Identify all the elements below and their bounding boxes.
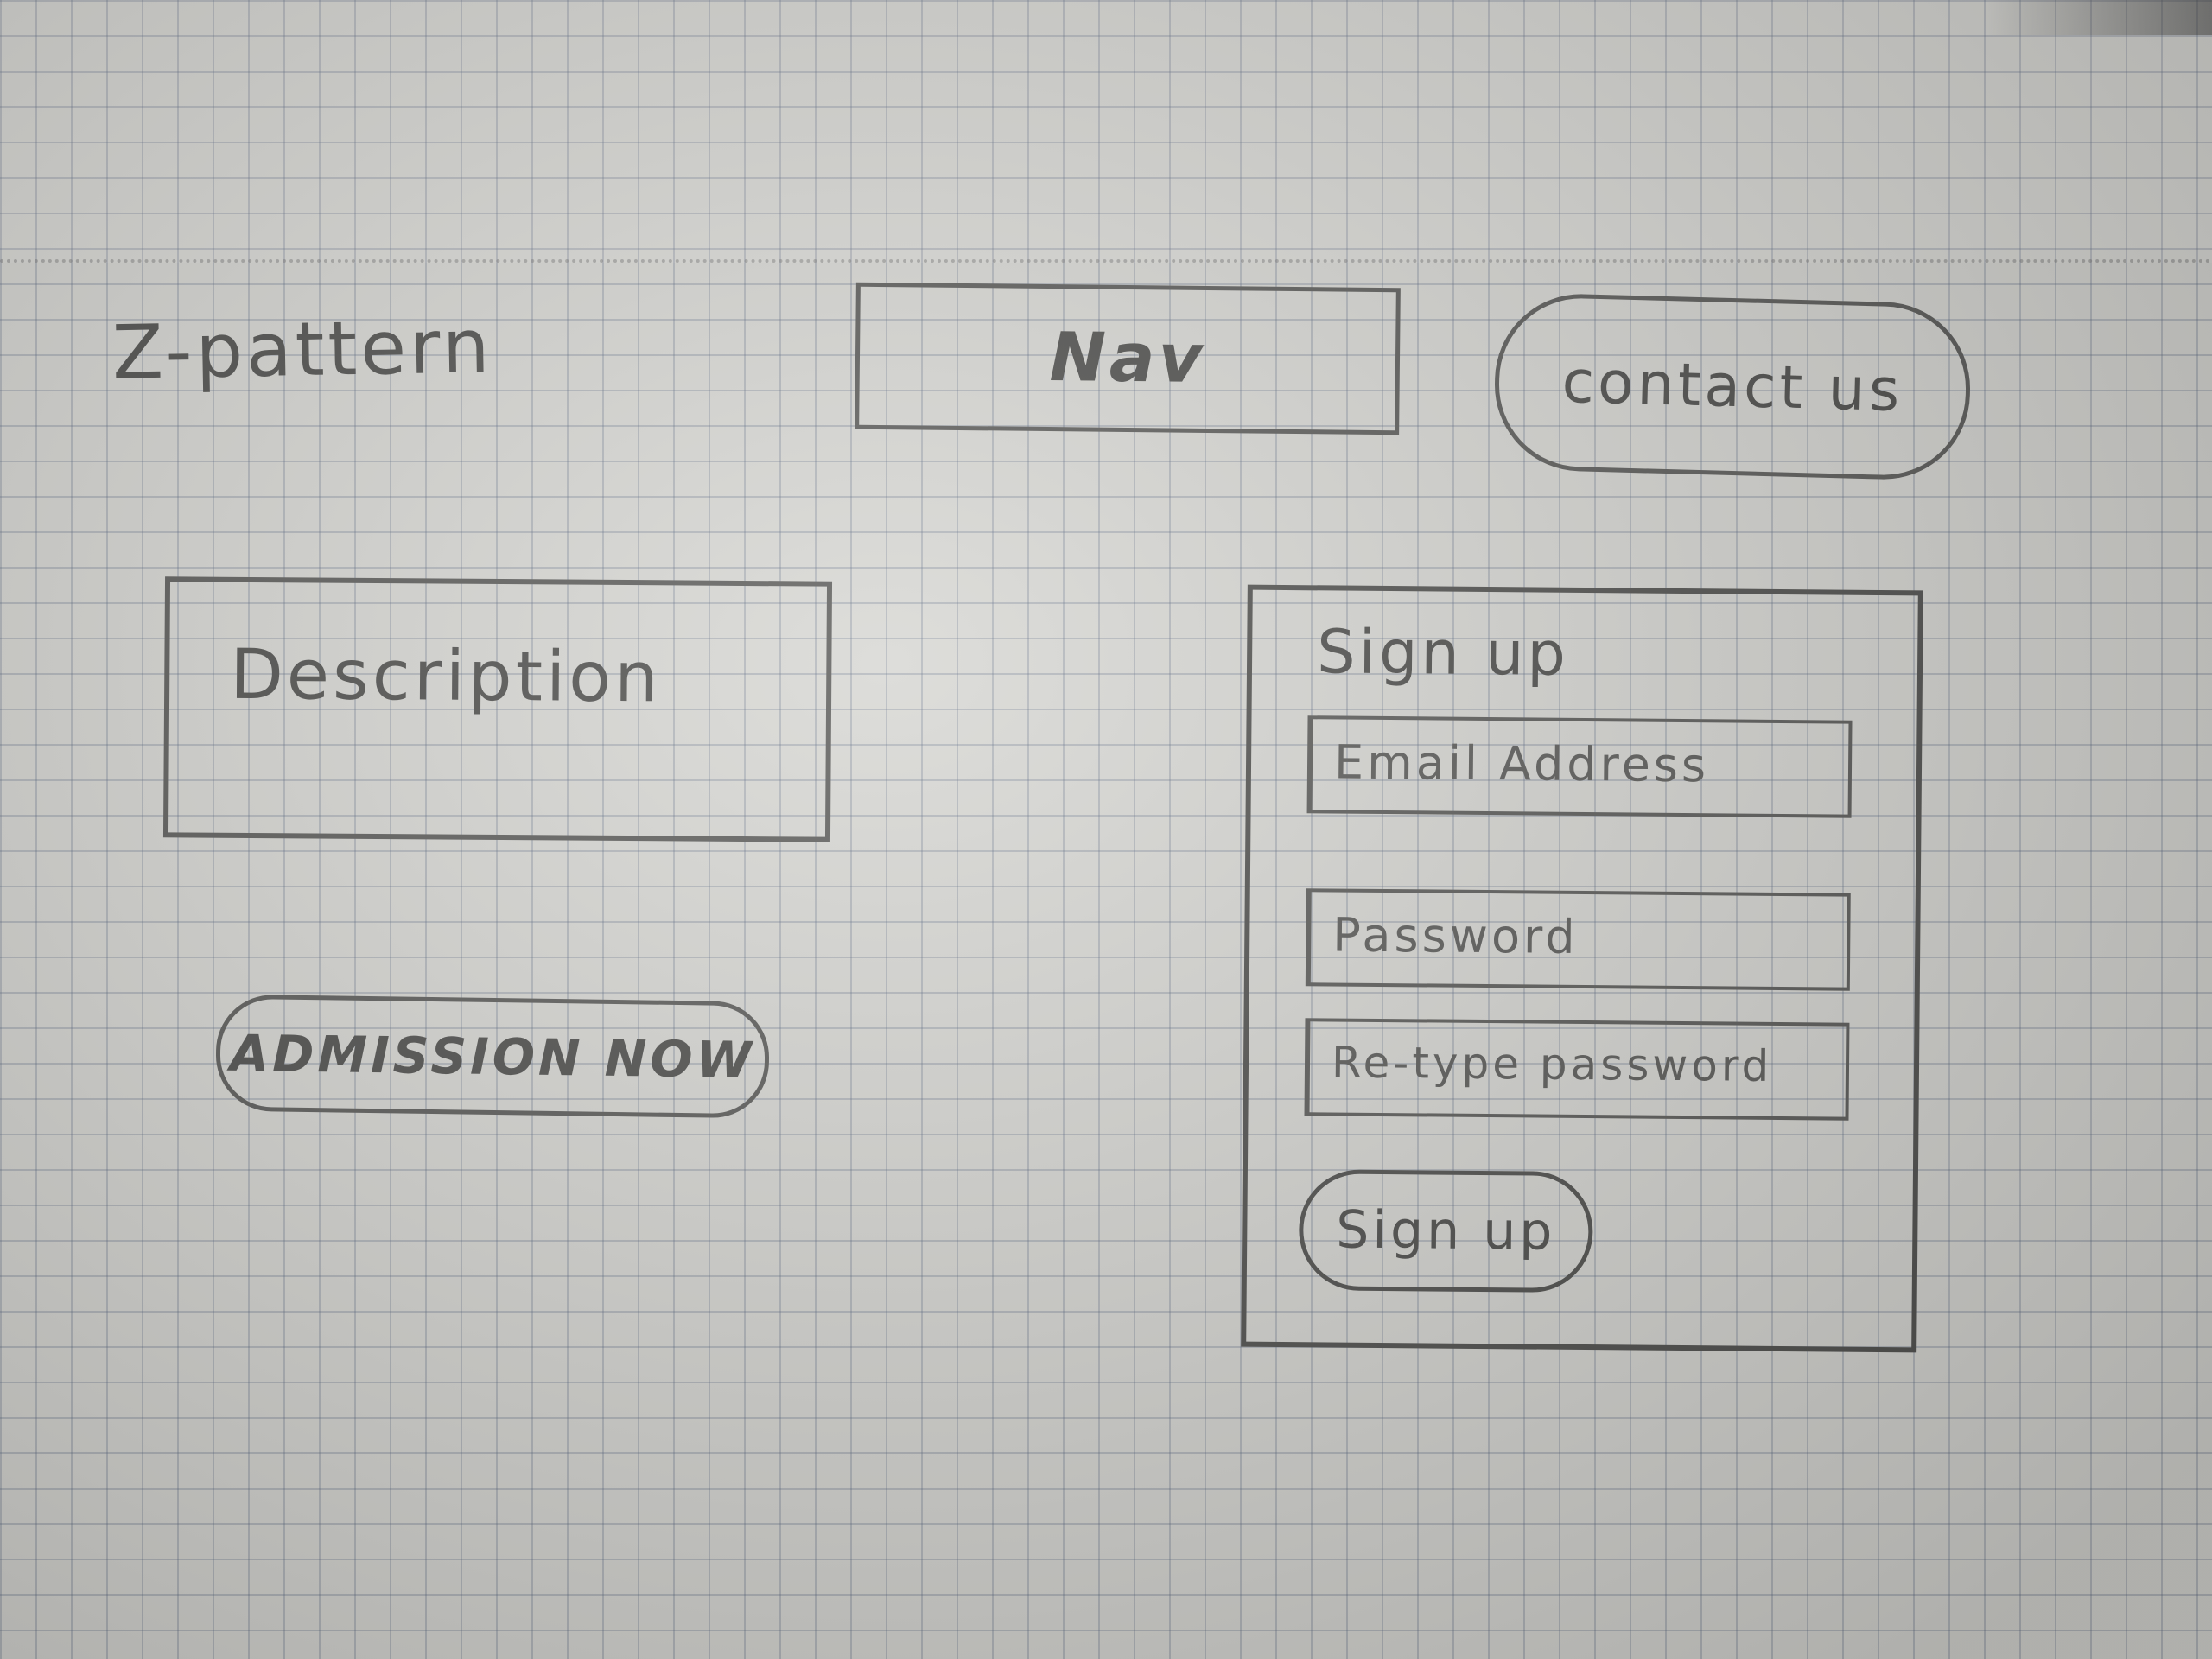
retype-password-placeholder: Re-type password xyxy=(1331,1037,1773,1091)
corner-shadow xyxy=(1987,0,2212,35)
description-label: Description xyxy=(229,633,663,718)
signup-title: Sign up xyxy=(1316,616,1570,690)
email-field[interactable]: Email Address xyxy=(1306,715,1853,818)
email-placeholder: Email Address xyxy=(1333,734,1710,793)
signup-button-label: Sign up xyxy=(1336,1199,1556,1262)
contact-us-button[interactable]: contact us xyxy=(1492,291,1973,482)
admission-now-label: ADMISSION NOW xyxy=(229,1023,756,1090)
signup-panel: Sign up Email Address Password Re-type p… xyxy=(1241,584,1923,1353)
retype-password-field[interactable]: Re-type password xyxy=(1304,1018,1850,1121)
signup-button[interactable]: Sign up xyxy=(1298,1169,1593,1294)
nav-label: Nav xyxy=(1049,319,1206,398)
notebook-top-strip xyxy=(0,0,2212,263)
password-placeholder: Password xyxy=(1332,907,1579,964)
contact-us-label: contact us xyxy=(1560,347,1904,426)
password-field[interactable]: Password xyxy=(1305,888,1851,991)
description-box: Description xyxy=(162,576,833,842)
nav-bar[interactable]: Nav xyxy=(855,282,1401,435)
logo-text: Z-pattern xyxy=(111,303,494,397)
admission-now-button[interactable]: ADMISSION NOW xyxy=(215,994,770,1119)
